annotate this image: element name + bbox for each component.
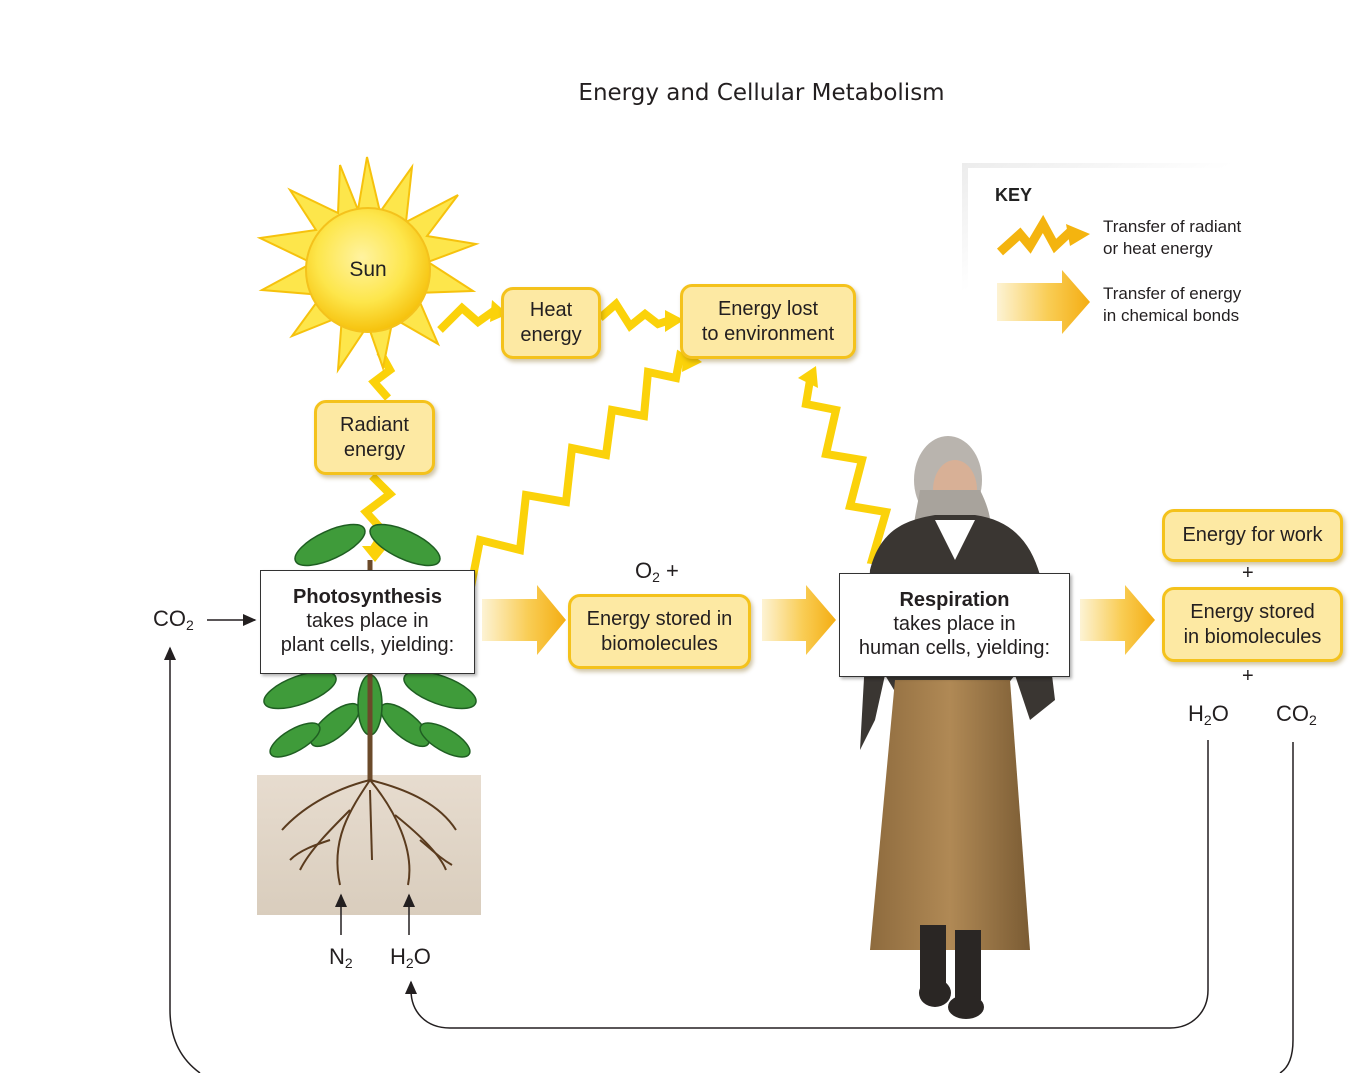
h2o-bottom-label: H2O <box>390 944 431 971</box>
plant-illustration <box>257 523 481 915</box>
sun-icon <box>256 156 480 374</box>
arrow-stored-to-resp <box>762 585 836 655</box>
heat-energy-box: Heat energy <box>501 287 601 359</box>
stored-right-line1: Energy stored <box>1190 600 1315 623</box>
chemical-arrows <box>482 585 1155 655</box>
zigzag-sun-to-heat <box>437 302 498 333</box>
o2-label: O2 + <box>635 558 679 585</box>
key-zigzag-icon <box>996 214 1074 256</box>
arrow-resp-to-work <box>1080 585 1155 655</box>
n2-label: N2 <box>329 944 353 971</box>
photosynthesis-line2: plant cells, yielding: <box>280 634 455 656</box>
arrow-photo-to-stored <box>482 585 566 655</box>
h2o-right-label: H2O <box>1188 701 1229 728</box>
cycle-lines <box>170 614 1294 1073</box>
plus-sign-top: + <box>1242 562 1254 584</box>
zigzag-plant-to-lost <box>466 349 693 593</box>
co2-return-line <box>170 648 1294 1073</box>
co2-left-label: CO2 <box>153 606 194 633</box>
respiration-heading: Respiration <box>899 589 1010 611</box>
key-chemical-arrow-icon <box>997 270 1090 334</box>
zigzag-heat-to-lost <box>597 297 672 332</box>
stored-mid-line1: Energy stored in <box>586 607 733 630</box>
photosynthesis-line1: takes place in <box>306 610 429 632</box>
heat-line1: Heat <box>529 299 573 321</box>
respiration-box: Respiration takes place in human cells, … <box>839 573 1070 677</box>
lost-line2: to environment <box>701 322 835 345</box>
work-label: Energy for work <box>1182 524 1323 546</box>
zigzag-resp-to-lost <box>801 379 906 568</box>
zigzag-arrows <box>360 297 906 593</box>
key-title: KEY <box>995 185 1033 205</box>
stored-mid-line2: biomolecules <box>601 632 718 655</box>
key-panel <box>962 163 1305 334</box>
stored-right-line2: in biomolecules <box>1183 625 1322 648</box>
woman-illustration <box>860 436 1055 1019</box>
diagram-title: Energy and Cellular Metabolism <box>578 80 945 106</box>
plus-sign-bottom: + <box>1242 665 1254 687</box>
h2o-return-line <box>405 740 1209 1029</box>
key-zigzag-head <box>1066 224 1090 246</box>
respiration-line2: human cells, yielding: <box>858 637 1051 659</box>
respiration-line1: takes place in <box>893 613 1016 635</box>
co2-right-label: CO2 <box>1276 701 1317 728</box>
sun-label: Sun <box>349 258 387 281</box>
photosynthesis-box: Photosynthesis takes place in plant cell… <box>260 570 475 674</box>
energy-for-work-box: Energy for work <box>1162 509 1343 562</box>
radiant-line2: energy <box>343 438 406 461</box>
photosynthesis-heading: Photosynthesis <box>293 586 442 608</box>
heat-line2: energy <box>520 324 582 346</box>
radiant-line1: Radiant <box>340 413 409 436</box>
lost-line1: Energy lost <box>717 297 819 320</box>
